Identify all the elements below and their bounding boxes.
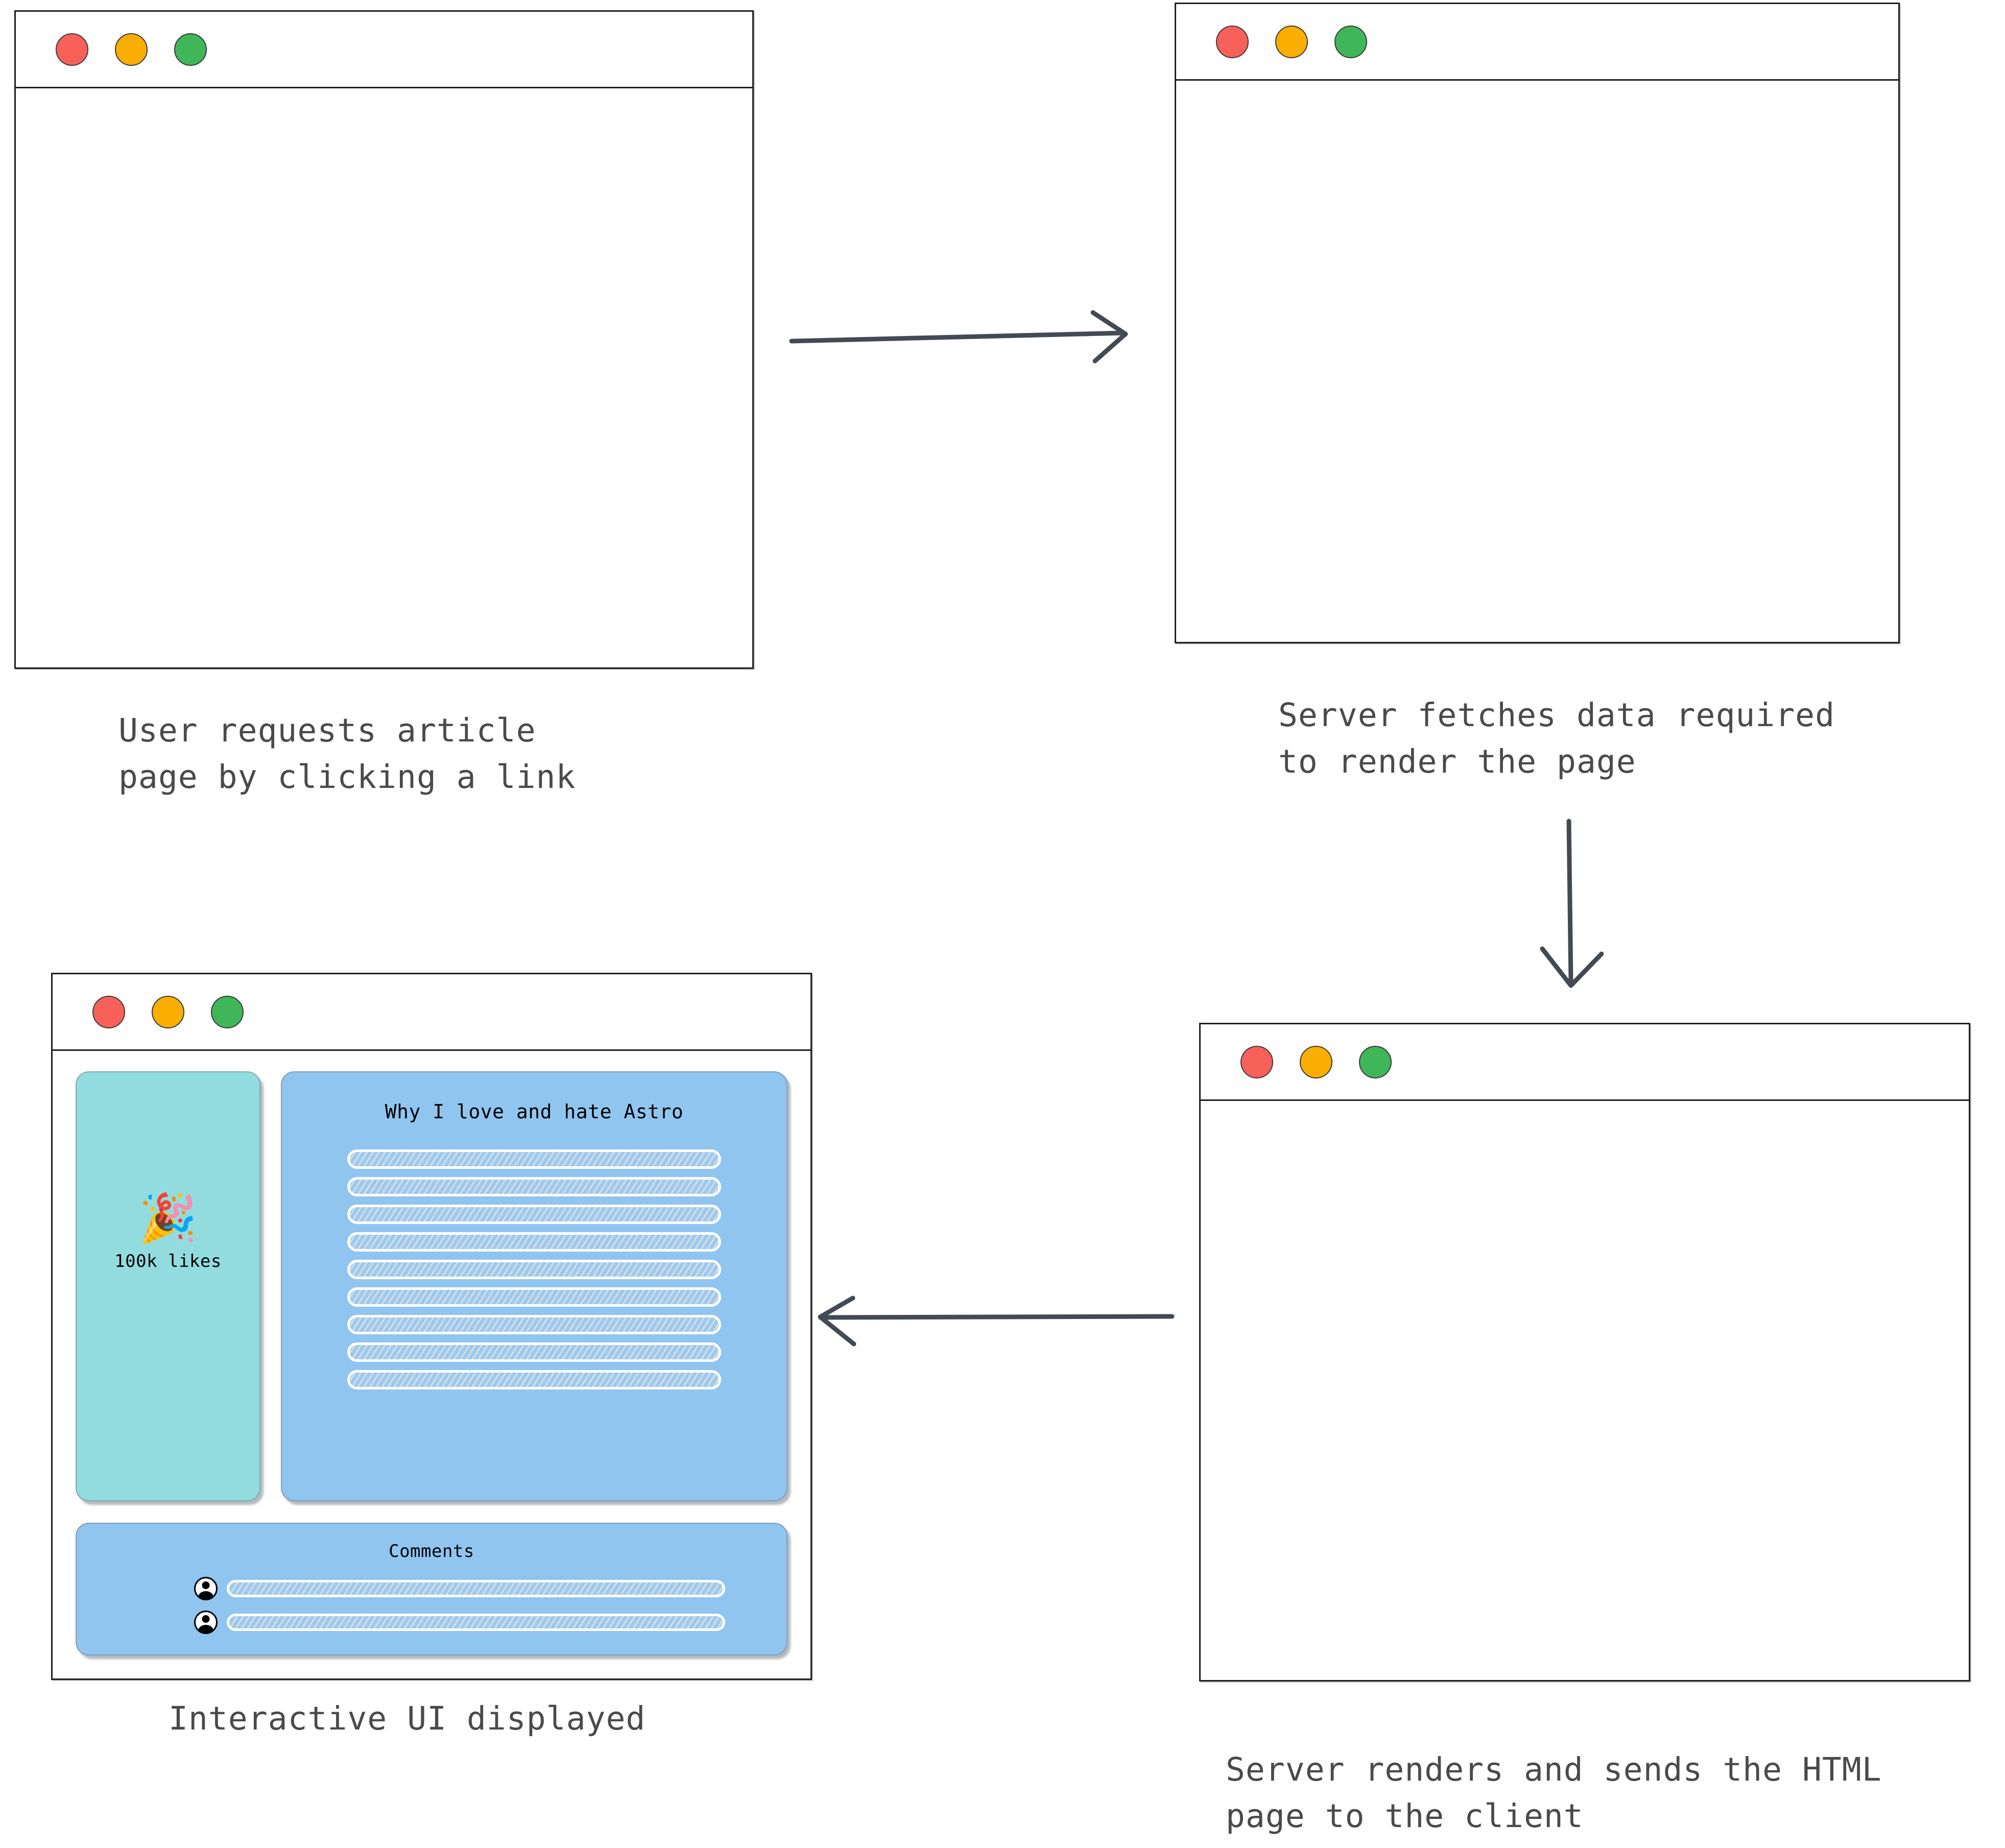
likes-panel[interactable]: 🎉 100k likes <box>76 1071 260 1501</box>
arrow-head <box>818 1295 856 1347</box>
rendered-page: 🎉 100k likes Why I love and hate Astro <box>53 1051 810 1678</box>
maximize-dot[interactable] <box>211 995 244 1028</box>
close-dot[interactable] <box>1216 25 1249 58</box>
party-popper-icon: 🎉 <box>138 1191 198 1245</box>
maximize-dot[interactable] <box>1359 1045 1392 1078</box>
titlebar-step-2 <box>1176 4 1898 81</box>
browser-window-step-3 <box>1199 1023 1970 1682</box>
article-title: Why I love and hate Astro <box>385 1100 684 1123</box>
comment-text-placeholder <box>227 1614 725 1631</box>
browser-window-step-2 <box>1175 3 1900 643</box>
maximize-dot[interactable] <box>174 33 207 66</box>
text-line-placeholder <box>347 1287 721 1307</box>
comments-list <box>77 1577 786 1634</box>
caption-step-2: Server fetches data required to render t… <box>1278 697 1835 781</box>
caption-step-3: Server renders and sends the HTML page t… <box>1226 1751 1882 1835</box>
arrow-head <box>1540 946 1604 988</box>
titlebar-step-3 <box>1201 1024 1969 1101</box>
window-body-step-1 <box>16 88 752 667</box>
text-line-placeholder <box>347 1177 721 1196</box>
close-dot[interactable] <box>1240 1045 1273 1078</box>
arrow-step2-to-step3 <box>1540 819 1604 988</box>
user-avatar-icon <box>194 1577 218 1600</box>
titlebar-step-4 <box>53 974 810 1051</box>
window-body-step-4: 🎉 100k likes Why I love and hate Astro <box>53 1051 810 1678</box>
titlebar-step-1 <box>16 12 752 88</box>
comments-panel: Comments <box>76 1523 787 1655</box>
minimize-dot[interactable] <box>152 995 184 1028</box>
page-top-row: 🎉 100k likes Why I love and hate Astro <box>76 1071 787 1501</box>
arrow-shaft <box>820 1314 1175 1320</box>
text-line-placeholder <box>347 1149 721 1169</box>
likes-count-label: 100k likes <box>114 1251 222 1271</box>
user-avatar-icon <box>194 1611 218 1634</box>
close-dot[interactable] <box>92 995 125 1028</box>
minimize-dot[interactable] <box>115 33 148 66</box>
article-panel: Why I love and hate Astro <box>281 1071 787 1501</box>
minimize-dot[interactable] <box>1300 1045 1332 1078</box>
text-line-placeholder <box>347 1260 721 1279</box>
window-body-step-2 <box>1176 81 1898 642</box>
minimize-dot[interactable] <box>1275 25 1308 58</box>
text-line-placeholder <box>347 1315 721 1334</box>
text-line-placeholder <box>347 1205 721 1224</box>
browser-window-step-4: 🎉 100k likes Why I love and hate Astro <box>51 973 812 1680</box>
comments-title: Comments <box>389 1541 474 1562</box>
text-line-placeholder <box>347 1232 721 1252</box>
caption-step-4: Interactive UI displayed <box>169 1700 646 1737</box>
arrow-step1-to-step2 <box>789 310 1128 364</box>
article-body-placeholder <box>347 1149 721 1389</box>
maximize-dot[interactable] <box>1334 25 1367 58</box>
close-dot[interactable] <box>56 33 88 66</box>
arrow-head <box>1090 310 1128 364</box>
comment-text-placeholder <box>227 1580 725 1597</box>
text-line-placeholder <box>347 1342 721 1362</box>
window-body-step-3 <box>1201 1101 1969 1680</box>
arrow-step3-to-step4 <box>818 1295 1175 1347</box>
arrow-shaft <box>789 330 1126 344</box>
browser-window-step-1 <box>14 10 754 669</box>
text-line-placeholder <box>347 1370 721 1389</box>
arrow-shaft <box>1566 819 1573 984</box>
comment-item[interactable] <box>194 1611 725 1634</box>
caption-step-1: User requests article page by clicking a… <box>118 712 576 796</box>
comment-item[interactable] <box>194 1577 725 1600</box>
